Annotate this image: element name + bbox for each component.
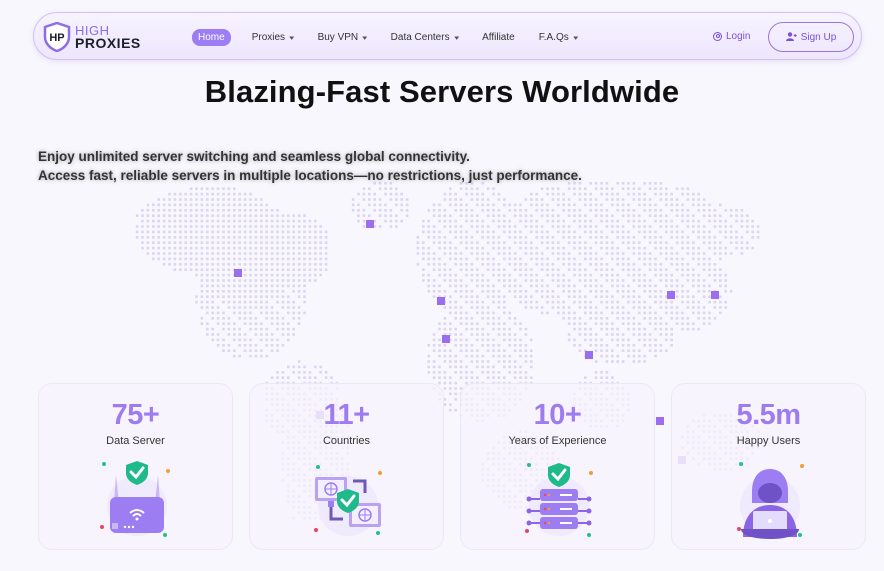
server-rack-icon [518,459,600,541]
nav-item-label: F.A.Qs [538,32,569,43]
nav-item-proxies[interactable]: Proxies ▾ [251,32,295,43]
navbar: HP HIGH PROXIES Home Proxies ▾ Buy VPN ▾… [33,12,862,60]
stat-card-happy-users: 5.5m Happy Users [671,383,866,550]
nav-item-buy-vpn[interactable]: Buy VPN ▾ [317,32,368,43]
hero-subtitle-line-2: Access fast, reliable servers in multipl… [38,168,582,183]
nav-item-data-centers[interactable]: Data Centers ▾ [390,32,459,43]
nav-item-label: Proxies [251,32,286,43]
sign-up-label: Sign Up [800,31,837,43]
stat-label: Countries [322,435,371,447]
nav-item-home[interactable]: Home [192,29,231,46]
stat-card-experience: 10+ Years of Experience [460,383,655,550]
stat-label: Years of Experience [508,435,607,447]
hero-subtitle-line-1: Enjoy unlimited server switching and sea… [38,149,470,164]
chevron-down-icon: ▾ [573,34,578,42]
chevron-down-icon: ▾ [289,34,295,42]
logo-text-high: HIGH [75,23,110,38]
add-user-icon [785,31,797,43]
shield-logo-icon: HP [43,21,71,53]
sign-up-button[interactable]: Sign Up [768,22,854,52]
nav-item-label: Data Centers [390,32,450,43]
logo-monogram: HP [49,32,64,44]
stat-card-data-servers: 75+ Data Server [38,383,233,550]
nav-item-label: Affiliate [482,32,515,43]
nav-item-label: Home [198,32,225,43]
page-title: Blazing-Fast Servers Worldwide [204,74,680,109]
nav-item-affiliate[interactable]: Affiliate [482,32,515,43]
hooded-user-icon [729,459,811,541]
login-label: Login [726,31,751,42]
nav-item-label: Buy VPN [317,32,359,43]
user-circle-icon [713,32,722,41]
logo-text-proxies: PROXIES [75,35,141,51]
login-link[interactable]: Login [713,31,750,42]
stat-label: Data Server [106,435,165,447]
stat-value: 10+ [533,399,582,431]
stat-label: Happy Users [736,435,801,447]
stat-value: 11+ [323,399,370,431]
nav-item-faqs[interactable]: F.A.Qs ▾ [539,32,578,43]
chevron-down-icon: ▾ [362,34,368,42]
hero-subtitle: Enjoy unlimited server switching and sea… [38,147,582,185]
router-shield-icon [96,459,178,541]
logo[interactable]: HP HIGH PROXIES [43,21,141,53]
stat-card-countries: 11+ Countries [249,383,444,550]
stat-value: 5.5m [736,399,801,431]
stat-value: 75+ [111,399,160,431]
chevron-down-icon: ▾ [453,34,459,42]
connected-globes-icon [307,459,389,541]
main-menu: Home Proxies ▾ Buy VPN ▾ Data Centers ▾ … [192,29,601,46]
